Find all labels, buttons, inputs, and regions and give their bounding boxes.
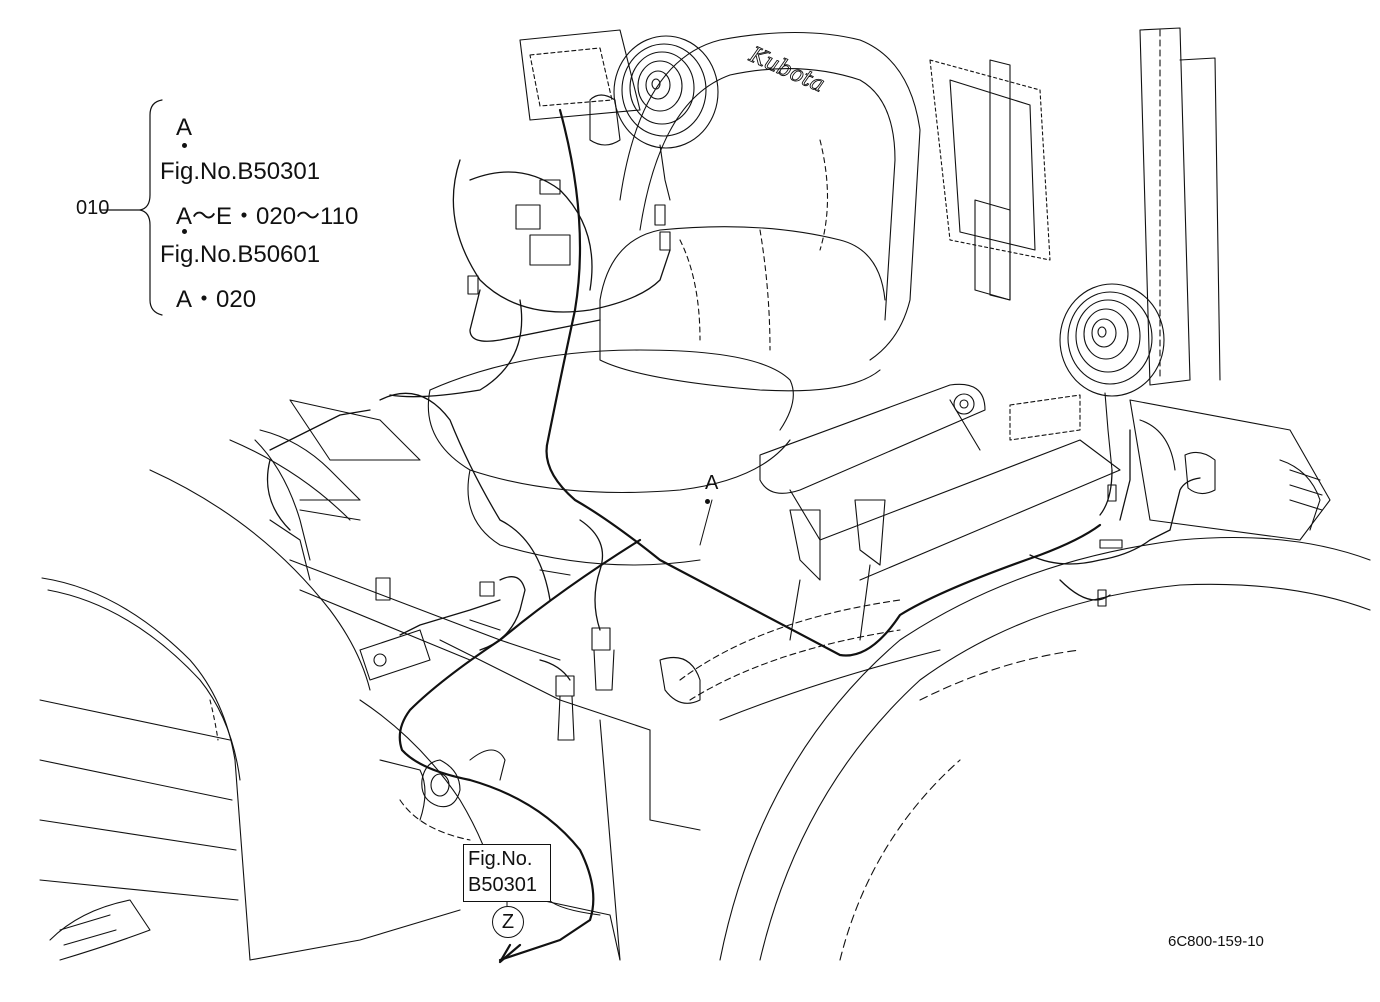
cab-floor-outline: [149, 439, 701, 961]
part-label-a: A: [705, 472, 719, 494]
ref-separator-dot: [182, 229, 187, 234]
main-harness: [398, 108, 1102, 964]
callout-line-2: B50301: [468, 874, 537, 896]
pressure-switches: [375, 179, 1123, 741]
hood-outline: [39, 577, 251, 961]
right-work-light: [1059, 283, 1216, 495]
zone-marker: Z: [492, 906, 524, 938]
figure-callout-box: [463, 844, 551, 902]
ref-line-1: A: [176, 114, 193, 141]
ref-line-4: Fig.No.B50601: [160, 241, 321, 268]
fender-outline: [719, 537, 1371, 961]
right-control-box: [1009, 394, 1331, 541]
armrest: [759, 383, 1121, 581]
left-work-light: [589, 35, 719, 201]
control-levers: [659, 499, 941, 721]
reference-bracket: [99, 99, 163, 316]
svg-text:Kubota: Kubota: [745, 42, 829, 98]
label-pointer-dot: [705, 499, 710, 504]
kubota-logo: Kubota: [744, 42, 829, 98]
item-number: 010: [76, 197, 110, 219]
callout-line-1: Fig.No.: [468, 848, 533, 870]
ref-line-5: A・020: [176, 286, 257, 313]
secondary-wires: [266, 159, 1201, 681]
ref-line-2: Fig.No.B50301: [160, 158, 321, 185]
ref-separator-dot: [182, 143, 187, 148]
drawing-number: 6C800-159-10: [1168, 933, 1264, 950]
ref-line-3: A～E・020～110: [176, 203, 359, 230]
operator-seat: [427, 27, 1221, 566]
